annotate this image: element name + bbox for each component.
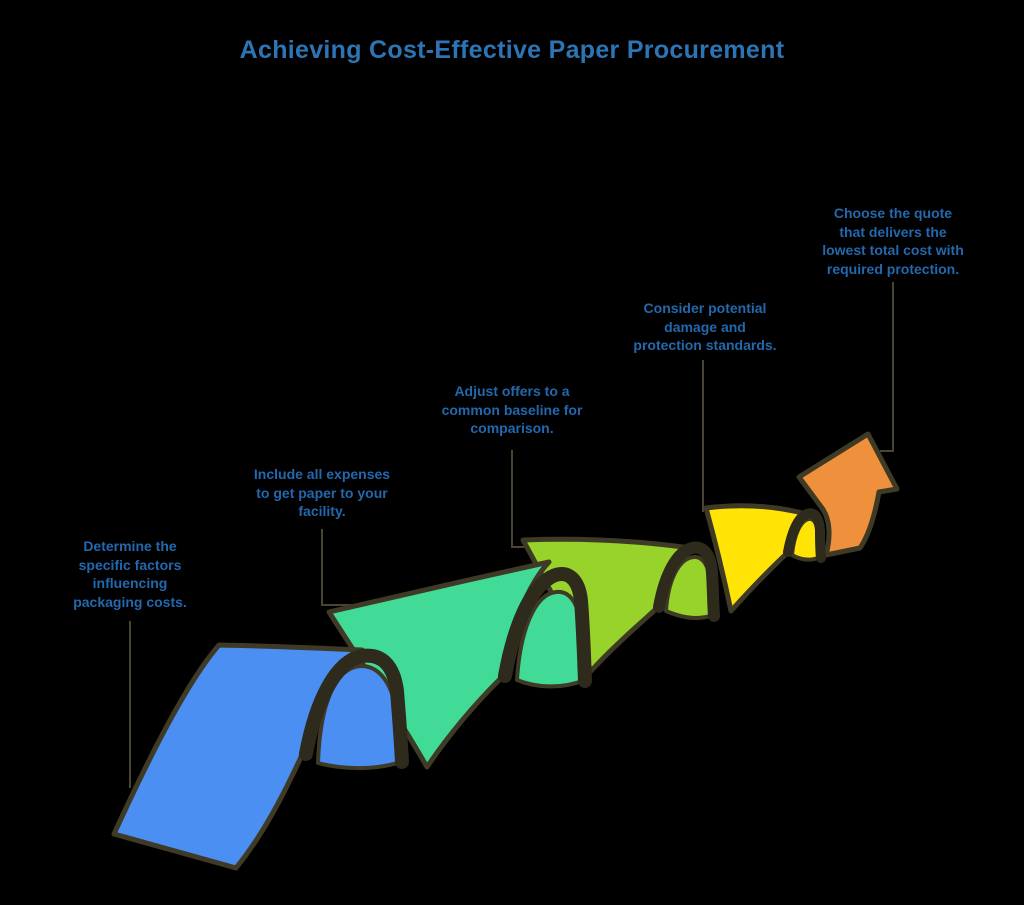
step-label-line: lowest total cost with: [822, 242, 964, 258]
step-label-line: specific factors: [78, 556, 182, 573]
step-label-line: influencing: [92, 575, 168, 591]
step-label-2: Include all expenses to get paper to you…: [232, 465, 412, 521]
step-label-line: required protection.: [826, 260, 960, 277]
ribbon-wave-1-fold-shadow: [299, 648, 409, 769]
growth-arrow-icon: [796, 431, 900, 558]
step-label-line: common baseline for: [441, 401, 583, 418]
step-label-4: Consider potential damage and protection…: [612, 299, 798, 355]
ribbon-wave-3-fold-shadow: [653, 541, 720, 622]
step-label-line: Choose the quote: [833, 205, 953, 221]
ribbon-wave-1: [111, 642, 409, 871]
diagram-title: Achieving Cost-Effective Paper Procureme…: [239, 36, 785, 64]
step-label-1: Determine the specific factors influenci…: [40, 537, 220, 611]
ribbon-wave-4: [703, 503, 826, 614]
step-label-line: protection standards.: [633, 337, 777, 353]
step-label-line: that delivers the: [839, 223, 947, 240]
connector-line-2: [321, 529, 384, 606]
step-label-line: facility.: [298, 503, 346, 519]
step-label-line: packaging costs.: [73, 593, 187, 610]
connector-line-5: [880, 282, 894, 452]
step-label-line: damage and: [664, 318, 746, 335]
step-label-3: Adjust offers to a common baseline for c…: [422, 382, 602, 438]
connector-lines: [129, 282, 894, 788]
step-label-line: comparison.: [470, 420, 554, 436]
connector-line-3: [511, 450, 564, 548]
step-label-5: Choose the quote that delivers the lowes…: [800, 204, 986, 278]
ribbon-wave-4-fold-shadow: [783, 508, 826, 563]
step-label-line: Include all expenses: [253, 466, 391, 482]
ribbon-wave-2-fold-shadow: [498, 567, 592, 688]
ribbon-wave-2: [326, 559, 592, 770]
step-label-line: Determine the: [83, 538, 177, 554]
step-label-line: Adjust offers to a: [454, 383, 570, 399]
ribbon-wave-4-face: [703, 503, 809, 614]
step-label-line: to get paper to your: [256, 484, 388, 501]
step-label-line: Consider potential: [643, 300, 767, 316]
